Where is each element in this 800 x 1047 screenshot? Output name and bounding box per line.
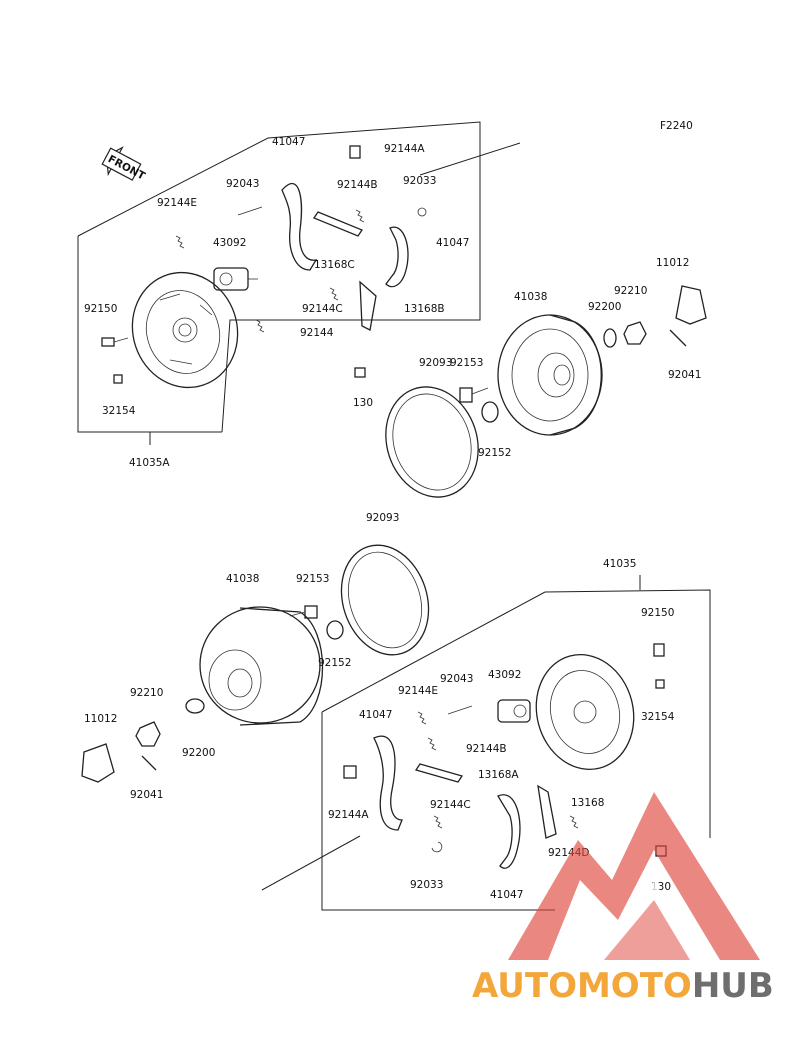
washer-92152-top xyxy=(481,401,499,423)
oring-bottom xyxy=(340,544,430,656)
lever-bottom xyxy=(537,784,557,839)
label-41038-top: 41038 xyxy=(514,291,547,303)
nut-92210-top xyxy=(623,321,647,345)
diagram-code: F2240 xyxy=(660,120,693,132)
pin-92041-top xyxy=(669,329,687,347)
label-92144E-top: 92144E xyxy=(157,197,197,209)
label-92093-top: 92093 xyxy=(419,357,452,369)
pin-92041-bottom xyxy=(141,755,157,771)
label-92144E-bottom: 92144E xyxy=(398,685,438,697)
brake-shoe-top-1 xyxy=(281,182,318,271)
washer-92152-bottom xyxy=(326,620,344,640)
label-92041-bottom: 92041 xyxy=(130,789,163,801)
label-32154-top: 32154 xyxy=(102,405,136,417)
label-13168B: 13168B xyxy=(404,303,445,315)
label-13168C: 13168C xyxy=(314,259,355,271)
nut-92210-bottom xyxy=(135,721,161,747)
label-41047-c: 41047 xyxy=(359,709,392,721)
label-92144A-top: 92144A xyxy=(384,143,425,155)
label-92210-top: 92210 xyxy=(614,285,647,297)
cap-11012-bottom xyxy=(81,743,115,783)
label-92150-top: 92150 xyxy=(84,303,117,315)
washer-92200-bottom xyxy=(185,698,205,714)
label-92033-bottom: 92033 xyxy=(410,879,443,891)
label-92200-bottom: 92200 xyxy=(182,747,215,759)
adjuster-bottom xyxy=(414,763,464,783)
label-41035A: 41035A xyxy=(129,457,170,469)
watermark-logo xyxy=(508,792,760,960)
label-92210-bottom: 92210 xyxy=(130,687,163,699)
label-92144C-top: 92144C xyxy=(302,303,343,315)
watermark-text-orange: AUTOMOTO xyxy=(472,966,692,1006)
label-92043-top: 92043 xyxy=(226,178,259,190)
label-92200-top: 92200 xyxy=(588,301,621,313)
label-92153-bottom: 92153 xyxy=(296,573,329,585)
label-41035: 41035 xyxy=(603,558,636,570)
label-92144A-bottom: 92144A xyxy=(328,809,369,821)
label-11012-bottom: 11012 xyxy=(84,713,117,725)
adjuster-top xyxy=(313,211,363,237)
bolt-92150-bottom xyxy=(653,643,665,657)
label-13168A: 13168A xyxy=(478,769,519,781)
label-130-top: 130 xyxy=(353,397,373,409)
bolt-92153-bottom xyxy=(289,605,318,619)
watermark-text-gray: HUB xyxy=(692,966,774,1006)
label-92043-bottom: 92043 xyxy=(440,673,473,685)
oring-top xyxy=(385,386,479,498)
front-arrow-icon: FRONT xyxy=(101,146,148,183)
brake-shoe-bottom-2 xyxy=(497,794,521,869)
brake-drum-bottom xyxy=(199,606,324,726)
label-92144B-top: 92144B xyxy=(337,179,378,191)
brake-shoe-bottom-1 xyxy=(373,735,403,831)
label-92150-bottom: 92150 xyxy=(641,607,674,619)
label-41038-bottom: 41038 xyxy=(226,573,259,585)
label-92144C-bottom: 92144C xyxy=(430,799,471,811)
bottom-assembly-frame xyxy=(261,575,711,911)
brake-shoe-top-2 xyxy=(385,226,409,288)
label-41047-d: 41047 xyxy=(490,889,523,901)
fitting-32154-top xyxy=(113,374,123,384)
watermark-text: AUTOMOTOHUB xyxy=(472,966,774,1006)
wheel-cylinder-top xyxy=(213,267,258,291)
label-92153-top: 92153 xyxy=(450,357,483,369)
label-92152-bottom: 92152 xyxy=(318,657,351,669)
cap-11012-top xyxy=(675,285,707,325)
fitting-32154-bottom xyxy=(655,679,665,689)
label-92033-top: 92033 xyxy=(403,175,436,187)
brake-drum-top xyxy=(497,314,603,436)
backing-plate-bottom xyxy=(535,653,635,771)
label-41047-b: 41047 xyxy=(436,237,469,249)
label-92144: 92144 xyxy=(300,327,334,339)
wheel-cylinder-bottom xyxy=(497,699,531,723)
spring-pins-bottom xyxy=(343,705,579,853)
label-32154-bottom: 32154 xyxy=(641,711,675,723)
label-13168: 13168 xyxy=(571,797,604,809)
label-43092-bottom: 43092 xyxy=(488,669,521,681)
label-92093-bottom: 92093 xyxy=(366,512,399,524)
backing-plate-top xyxy=(131,271,239,389)
label-92152-top: 92152 xyxy=(478,447,511,459)
bolt-92150-top xyxy=(101,337,129,347)
washer-92200-top xyxy=(603,328,617,348)
label-11012-top: 11012 xyxy=(656,257,689,269)
label-43092-top: 43092 xyxy=(213,237,246,249)
spring-pins-top xyxy=(175,145,427,333)
label-92041-top: 92041 xyxy=(668,369,701,381)
bolt-92153-top xyxy=(459,387,489,403)
lever-top xyxy=(359,280,377,331)
bolt-130-top xyxy=(354,367,366,378)
label-41047-a: 41047 xyxy=(272,136,305,148)
label-92144B-bottom: 92144B xyxy=(466,743,507,755)
top-assembly-frame xyxy=(77,121,521,445)
